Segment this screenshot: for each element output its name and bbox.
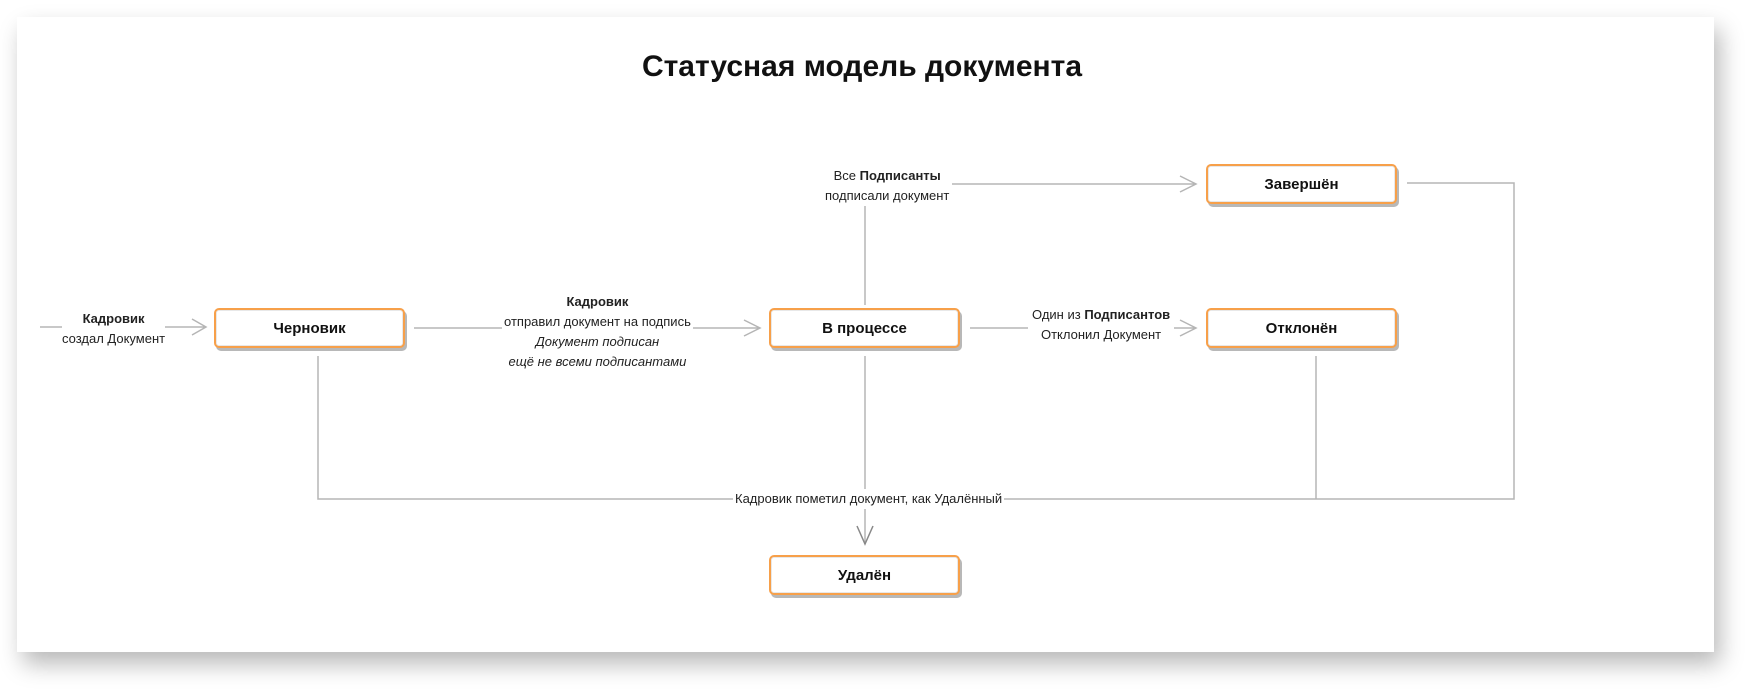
page-title: Статусная модель документа (641, 50, 1083, 83)
line-draft-delete (317, 356, 1316, 500)
label-reject-actor: Подписантов (1084, 307, 1171, 322)
line-completed-delete (1316, 182, 1515, 500)
state-rejected[interactable]: Отклонён (1206, 308, 1397, 348)
label-delete-text: Кадровик пометил документ, как Удалённый (735, 491, 1003, 506)
label-complete: Все Подписанты подписали документ (825, 166, 950, 206)
arrow-complete (864, 175, 1198, 305)
state-in-progress[interactable]: В процессе (769, 308, 960, 348)
state-draft[interactable]: Черновик (214, 308, 405, 348)
label-delete: Кадровик пометил документ, как Удалённый (733, 489, 1005, 509)
label-send: Кадровик отправил документ на подпись До… (502, 292, 693, 372)
label-create-text: создал Документ (62, 331, 166, 346)
label-send-text: отправил документ на подпись (504, 314, 691, 329)
label-complete-prefix: Все (833, 168, 856, 183)
label-send-note1: Документ подписан (535, 334, 660, 349)
label-create: Кадровик создал Документ (62, 309, 166, 349)
label-reject-text: Отклонил Документ (1040, 327, 1162, 342)
state-deleted[interactable]: Удалён (769, 555, 960, 595)
label-send-note2: ещё не всеми подписантами (508, 354, 687, 369)
label-complete-actor: Подписанты (859, 168, 941, 183)
label-reject-prefix: Один из (1032, 307, 1081, 322)
label-send-actor: Кадровик (566, 294, 629, 309)
label-complete-text: подписали документ (825, 188, 950, 203)
label-reject: Один из Подписантов Отклонил Документ (1028, 305, 1175, 345)
arrow-delete-head (856, 525, 874, 546)
state-completed[interactable]: Завершён (1206, 164, 1397, 204)
label-create-actor: Кадровик (82, 311, 145, 326)
